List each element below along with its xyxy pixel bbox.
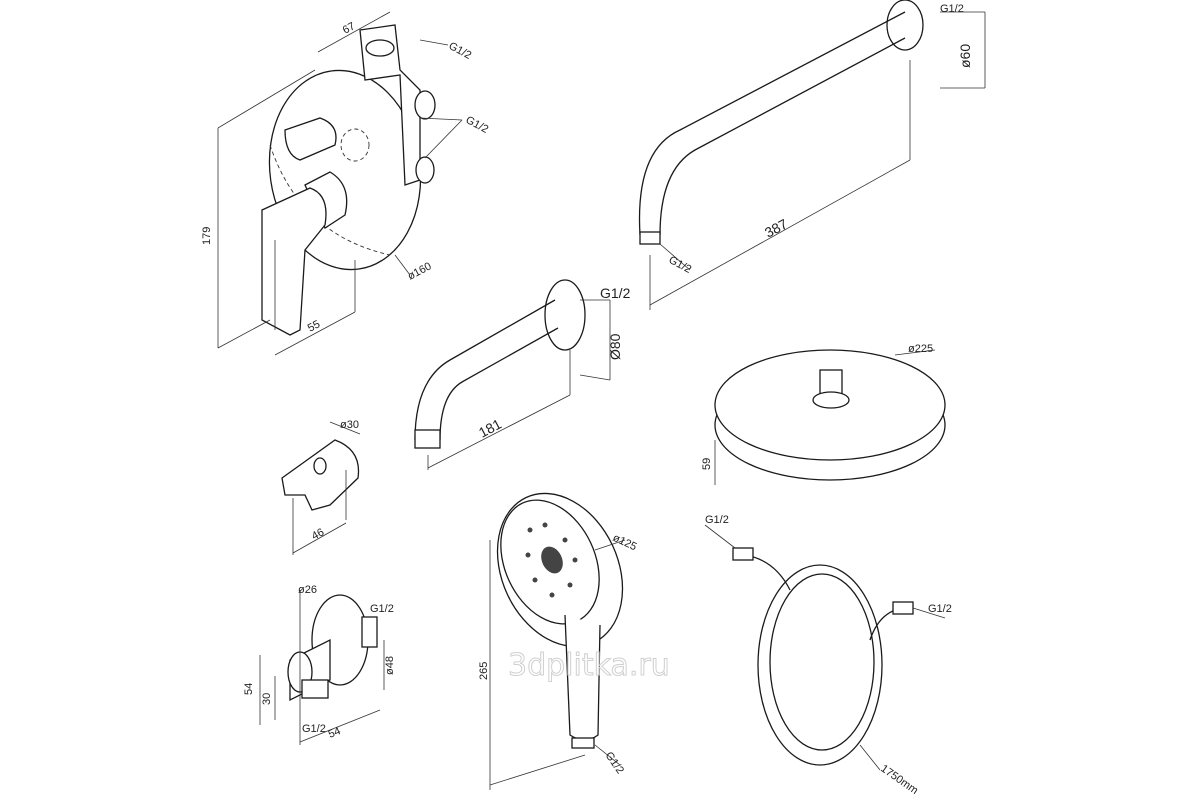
hand-shower: ø125 265 G1/2: [478, 492, 639, 790]
connector-height-label: 54: [243, 683, 255, 695]
overhead-shower: ø225 59: [701, 343, 946, 485]
shower-holder: 46 ø30: [281, 419, 361, 555]
hose-length-label: 1750mm: [878, 763, 920, 797]
mixer-inlet-top-label: G1/2: [447, 40, 474, 62]
hand-shower-length-label: 265: [478, 662, 490, 680]
arm-flange-diameter-label: ø60: [957, 44, 973, 68]
connector-diameter-label: ø26: [298, 584, 317, 596]
watermark: 3dplitka.ru: [508, 648, 670, 683]
spout-flange-diameter-label: Ø80: [607, 333, 623, 360]
spout-length-label: 181: [476, 415, 504, 440]
spout-inlet-label: G1/2: [600, 285, 631, 301]
mixer-depth-label: 67: [341, 20, 357, 36]
hose-end-a-label: G1/2: [705, 514, 729, 526]
mixer-height-label: 179: [201, 227, 213, 245]
hose-end-b-label: G1/2: [928, 603, 952, 615]
wall-connector: 54 30 ø26 G1/2 ø48 G1/2 54: [243, 584, 396, 745]
overhead-height-label: 59: [701, 458, 713, 470]
concealed-mixer: 179 67 55 G1/2 G1/2 ø160: [201, 11, 491, 356]
handle-depth-label: 55: [306, 318, 322, 334]
connector-inlet-label: G1/2: [302, 723, 326, 735]
shower-arm: 387 ø60 G1/2 G1/2: [638, 0, 986, 310]
overhead-diameter-label: ø225: [908, 343, 933, 355]
arm-outlet-label: G1/2: [940, 3, 964, 15]
connector-depth-label: 54: [327, 725, 343, 741]
shower-hose: G1/2 G1/2 1750mm: [704, 514, 952, 797]
connector-outlet-label: G1/2: [370, 603, 394, 615]
hand-shower-connection-label: G1/2: [603, 750, 627, 776]
holder-length-label: 46: [310, 526, 326, 542]
holder-diameter-label: ø30: [340, 419, 359, 431]
connector-flange-label: ø48: [384, 656, 396, 675]
plate-diameter-label: ø160: [406, 260, 434, 282]
arm-length-label: 387: [762, 215, 790, 240]
bath-spout: 181 G1/2 Ø80: [414, 279, 631, 470]
mixer-inlet-side-label: G1/2: [464, 114, 491, 136]
connector-offset-label: 30: [261, 693, 273, 705]
arm-inlet-label: G1/2: [667, 254, 694, 276]
